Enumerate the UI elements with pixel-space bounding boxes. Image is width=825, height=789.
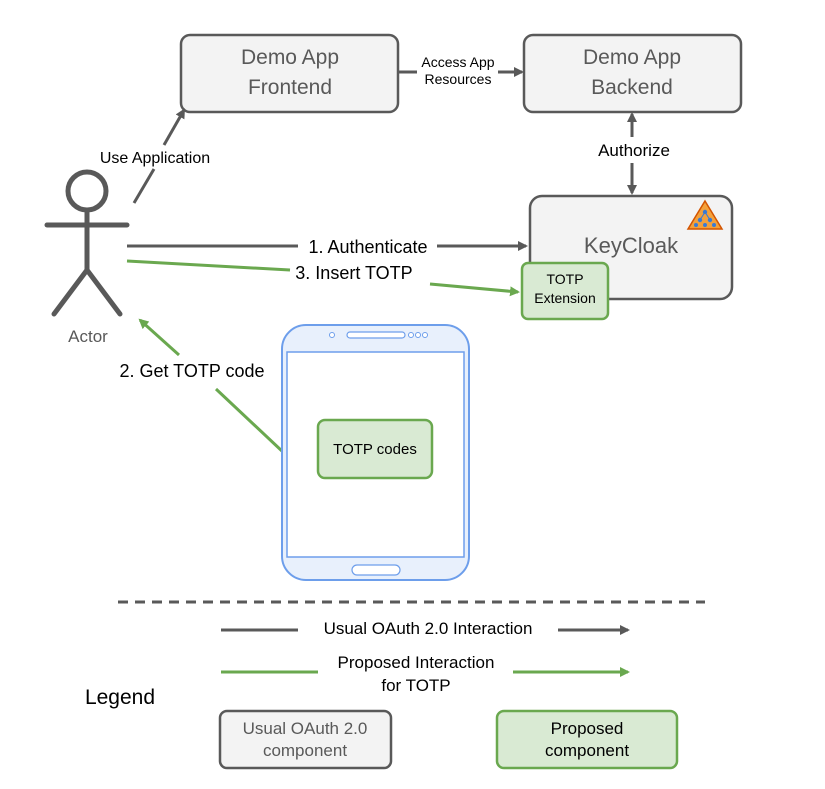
actor: Actor xyxy=(44,169,130,346)
keycloak-label: KeyCloak xyxy=(584,233,679,258)
authenticate-edge: 1. Authenticate xyxy=(127,237,528,257)
access-resources-label-line2: Resources xyxy=(425,71,492,87)
totp-codes-node: TOTP codes xyxy=(316,418,434,480)
frontend-label-line1: Demo App xyxy=(241,46,339,69)
insert-totp-edge: 3. Insert TOTP xyxy=(126,259,520,297)
authenticate-label: 1. Authenticate xyxy=(308,237,427,257)
access-resources-label-line1: Access App xyxy=(421,54,494,70)
frontend-node: Demo App Frontend xyxy=(179,33,400,114)
frontend-label-line2: Frontend xyxy=(248,76,332,99)
backend-node: Demo App Backend xyxy=(522,33,743,114)
backend-label-line1: Demo App xyxy=(583,46,681,69)
actor-label: Actor xyxy=(68,327,108,346)
keycloak-logo-icon xyxy=(686,199,724,230)
authorize-edge: Authorize xyxy=(598,112,670,195)
authorize-label: Authorize xyxy=(598,141,670,160)
totp-extension-label-line1: TOTP xyxy=(546,271,583,287)
legend-usual-interaction: Usual OAuth 2.0 Interaction xyxy=(221,619,630,638)
stick-figure-icon xyxy=(44,169,130,317)
get-totp-code-label: 2. Get TOTP code xyxy=(119,361,264,381)
use-application-label: Use Application xyxy=(100,150,210,167)
legend-proposed-component-label-line2: component xyxy=(545,741,629,760)
legend: Legend Usual OAuth 2.0 Interaction Propo… xyxy=(85,619,679,770)
legend-usual-interaction-label: Usual OAuth 2.0 Interaction xyxy=(324,619,533,638)
legend-usual-component-label-line1: Usual OAuth 2.0 xyxy=(243,719,368,738)
legend-proposed-component: Proposed component xyxy=(495,709,679,770)
legend-proposed-interaction-label-line2: for TOTP xyxy=(381,676,450,695)
legend-title: Legend xyxy=(85,686,155,709)
insert-totp-label: 3. Insert TOTP xyxy=(295,263,412,283)
legend-proposed-interaction: Proposed Interaction for TOTP xyxy=(221,653,630,695)
access-resources-edge: Access App Resources xyxy=(399,54,524,87)
get-totp-code-edge: 2. Get TOTP code xyxy=(119,318,285,454)
legend-usual-component: Usual OAuth 2.0 component xyxy=(218,709,393,770)
backend-label-line2: Backend xyxy=(591,76,673,99)
use-application-edge: Use Application xyxy=(100,108,210,204)
legend-proposed-interaction-label-line1: Proposed Interaction xyxy=(338,653,495,672)
legend-proposed-component-label-line1: Proposed xyxy=(551,719,624,738)
totp-extension-label-line2: Extension xyxy=(534,290,595,306)
legend-usual-component-label-line2: component xyxy=(263,741,347,760)
totp-extension-node: TOTP Extension xyxy=(520,261,610,321)
totp-codes-label: TOTP codes xyxy=(333,441,417,458)
